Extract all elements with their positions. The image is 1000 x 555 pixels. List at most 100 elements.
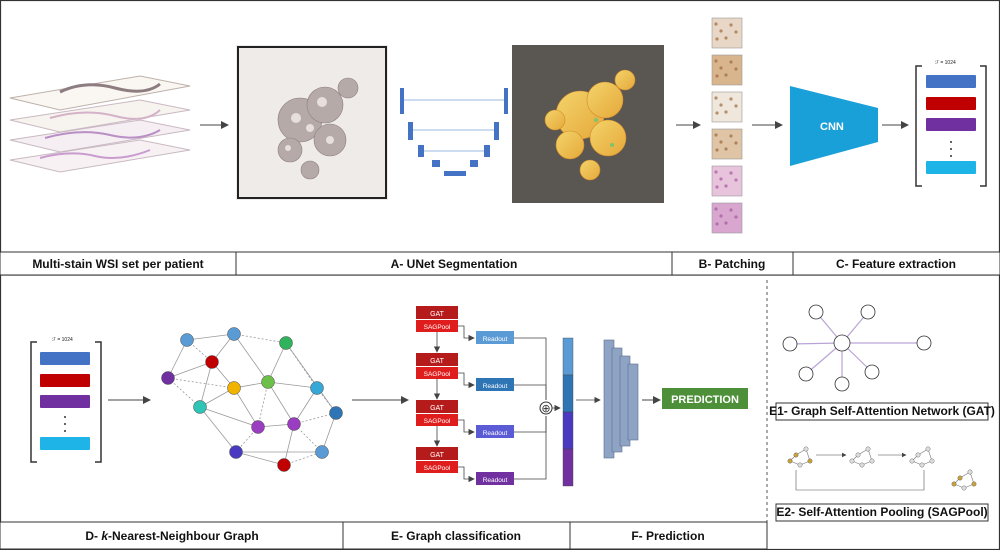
sagpool-label: SAGPool (424, 465, 451, 472)
e1-node (808, 304, 824, 320)
left-feature-row-red (40, 374, 90, 387)
readout-connector (458, 372, 475, 389)
caption-unet: A- UNet Segmentation (391, 257, 518, 271)
prediction-label: PREDICTION (671, 394, 739, 406)
readout-block (476, 378, 514, 391)
caption-prediction: F- Prediction (631, 529, 704, 543)
gat-block (416, 447, 458, 460)
graph-edge (199, 406, 237, 453)
concat-vector-segment (562, 374, 574, 413)
wsi-stack (9, 75, 191, 173)
e2-node (797, 462, 803, 468)
graph-edge (267, 342, 287, 383)
sagpool-block (416, 320, 458, 332)
patch-texture-dot (715, 37, 719, 41)
gat-block (416, 353, 458, 366)
graph-node (315, 445, 329, 459)
sagpool-label: SAGPool (424, 418, 451, 425)
gat-label: GAT (430, 358, 445, 365)
e2-node (865, 446, 871, 452)
unet-icon (400, 88, 508, 176)
readout-block (476, 331, 514, 344)
e1-gat-diagram (782, 304, 932, 392)
feature-dim-label-left: ℱ = 1024 (52, 337, 73, 343)
concat-vector-segment (562, 448, 574, 487)
feature-vector-left: ℱ = 1024 (30, 337, 102, 463)
e2-caption-box (775, 503, 989, 522)
patch-texture-dot (715, 148, 719, 152)
patch-texture-dot (734, 141, 738, 145)
sagpool-block (416, 367, 458, 379)
graph-node (329, 406, 343, 420)
concat-vector-segment (562, 337, 574, 376)
patches-column (711, 17, 743, 234)
graph-node (279, 336, 293, 350)
graph-node (205, 355, 219, 369)
e1-node (833, 334, 851, 352)
e2-sagpool-diagram (787, 446, 977, 491)
graph-node (227, 381, 241, 395)
graph-edge (283, 423, 295, 466)
graph-edge (167, 361, 213, 379)
graph-node (261, 375, 275, 389)
left-feature-row-cyan (40, 437, 90, 450)
gat-label: GAT (430, 452, 445, 459)
sagpool-block (416, 461, 458, 473)
patch-texture-dot (719, 66, 723, 70)
graph-edge (167, 377, 235, 389)
graph-node (251, 420, 265, 434)
graph-edge (199, 406, 259, 428)
graph-node (277, 458, 291, 472)
graph-edge (167, 377, 201, 408)
knn-graph (161, 327, 343, 472)
top-caption-bar: Multi-stain WSI set per patient A- UNet … (0, 251, 1000, 276)
graph-edge (186, 333, 235, 341)
graph-edge (257, 381, 269, 428)
e1-node (782, 336, 798, 352)
patch-texture-dot (714, 59, 718, 63)
e2-node (909, 458, 915, 464)
patch-texture-dot (714, 96, 718, 100)
e2-node (855, 452, 861, 458)
cnn-trapezoid (790, 86, 878, 166)
feature-row-cyan (926, 161, 976, 174)
graph-edge (267, 381, 295, 425)
graph-edge (293, 412, 337, 425)
feature-vector-top: ℱ = 1024 (915, 60, 987, 187)
readout-connector (458, 325, 475, 342)
e2-node (803, 446, 809, 452)
patch-texture-dot (734, 30, 738, 34)
sagpool-label: SAGPool (424, 371, 451, 378)
graph-node (180, 333, 194, 347)
patch-texture-dot (719, 177, 723, 181)
feature-dim-label-top: ℱ = 1024 (935, 60, 956, 66)
e2-node (869, 458, 875, 464)
e1-node (834, 376, 850, 392)
patch-texture-dot (724, 221, 728, 225)
readout-label: Readout (483, 336, 508, 343)
graph-node (287, 417, 301, 431)
patch-texture-dot (724, 110, 728, 114)
graph-edge (167, 339, 188, 379)
patch-texture-dot (729, 134, 733, 138)
e2-node (849, 458, 855, 464)
cnn-label: CNN (820, 121, 844, 133)
prediction-layers (603, 339, 639, 459)
patch-texture-dot (714, 207, 718, 211)
readout-label: Readout (483, 477, 508, 484)
feature-row-blue (926, 75, 976, 88)
gat-block (416, 400, 458, 413)
graph-edge (233, 333, 269, 383)
prediction-box: PREDICTION (662, 388, 748, 409)
feature-row-red (926, 97, 976, 110)
e2-node (929, 458, 935, 464)
patch-texture-dot (715, 74, 719, 78)
readout-connector (458, 419, 475, 436)
graph-edge (235, 451, 285, 466)
patch-texture-dot (719, 29, 723, 33)
left-feature-row-blue (40, 352, 90, 365)
readout-to-sum (514, 416, 547, 433)
patch-texture-dot (729, 208, 733, 212)
e2-node (787, 458, 793, 464)
